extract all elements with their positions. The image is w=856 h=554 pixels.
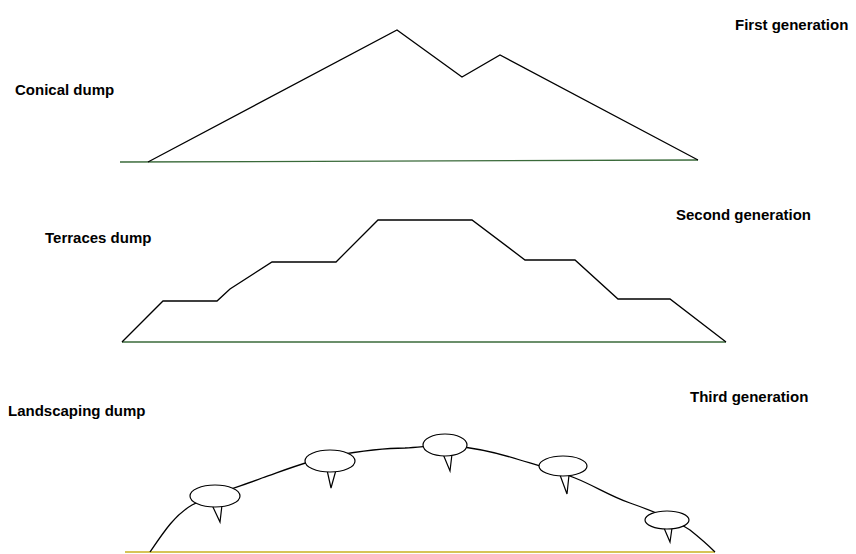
tree-crown	[305, 450, 355, 472]
dump-type-label: Landscaping dump	[8, 402, 146, 420]
tree-stem	[664, 528, 672, 542]
conical-profile	[148, 30, 698, 162]
tree-stem	[327, 470, 336, 488]
tree-stem	[560, 475, 569, 494]
tree-symbols	[190, 434, 689, 542]
dump-type-label: Conical dump	[15, 81, 114, 99]
terrace-profile	[122, 220, 726, 342]
tree-crown	[645, 511, 689, 529]
dump-type-label: Terraces dump	[45, 229, 151, 247]
generation-label: Second generation	[676, 206, 811, 224]
ground-line	[122, 341, 726, 342]
generation-label: Third generation	[690, 388, 808, 406]
ground-line	[120, 160, 698, 162]
tree-crown	[190, 485, 240, 507]
landscape-profile	[150, 445, 715, 552]
ground-line	[125, 551, 715, 552]
tree-crown	[423, 434, 467, 456]
generation-label: First generation	[735, 16, 848, 34]
tree-crown	[539, 456, 587, 476]
